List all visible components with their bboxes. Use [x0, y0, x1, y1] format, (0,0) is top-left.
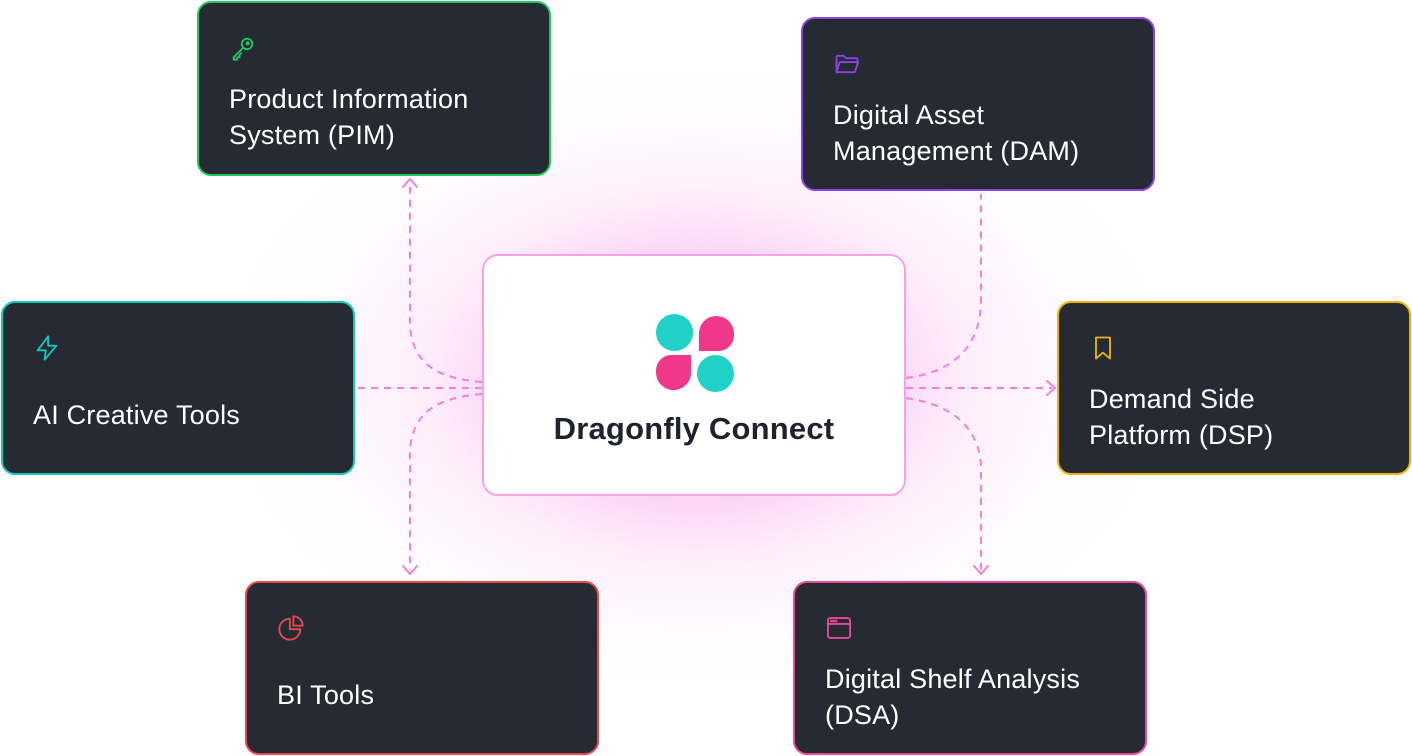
- logo-petal-top-right: [698, 315, 734, 352]
- card-demand-side-platform: Demand Side Platform (DSP): [1057, 301, 1411, 475]
- arrowhead-pim: [402, 178, 418, 188]
- connector-pim: [409, 182, 483, 383]
- dragonfly-connect-hub: Dragonfly Connect: [482, 254, 906, 496]
- logo-petal-bottom-left: [656, 354, 692, 391]
- connector-bi: [409, 393, 483, 570]
- card-bi-tools: BI Tools: [245, 581, 599, 755]
- bookmark-icon: [1089, 334, 1117, 362]
- arrowhead-dsa: [973, 565, 989, 575]
- connector-dsa: [905, 397, 982, 570]
- card-product-information-system: Product Information System (PIM): [197, 1, 551, 176]
- card-label: BI Tools: [277, 680, 375, 710]
- lightning-icon: [33, 334, 61, 362]
- logo-circle-bottom-right: [696, 354, 734, 392]
- card-label: AI Creative Tools: [33, 400, 240, 430]
- card-label: Product Information System (PIM): [229, 84, 469, 150]
- card-digital-shelf-analysis: Digital Shelf Analysis (DSA): [793, 581, 1147, 755]
- browser-window-icon: [825, 614, 853, 642]
- dragonfly-logo: [656, 314, 734, 392]
- logo-circle-top-left: [656, 314, 694, 352]
- folder-icon: [833, 50, 861, 78]
- card-digital-asset-management: Digital Asset Management (DAM): [801, 17, 1155, 191]
- hub-title: Dragonfly Connect: [553, 411, 835, 446]
- connector-dam: [905, 194, 982, 379]
- card-label: Digital Asset Management (DAM): [833, 100, 1080, 166]
- pie-chart-icon: [277, 614, 305, 642]
- card-ai-creative-tools: AI Creative Tools: [1, 301, 355, 475]
- card-label: Demand Side Platform (DSP): [1089, 384, 1274, 450]
- card-label: Digital Shelf Analysis (DSA): [825, 664, 1081, 730]
- key-icon: [229, 34, 257, 62]
- arrowhead-dsp: [1046, 380, 1056, 396]
- arrowhead-bi: [402, 565, 418, 575]
